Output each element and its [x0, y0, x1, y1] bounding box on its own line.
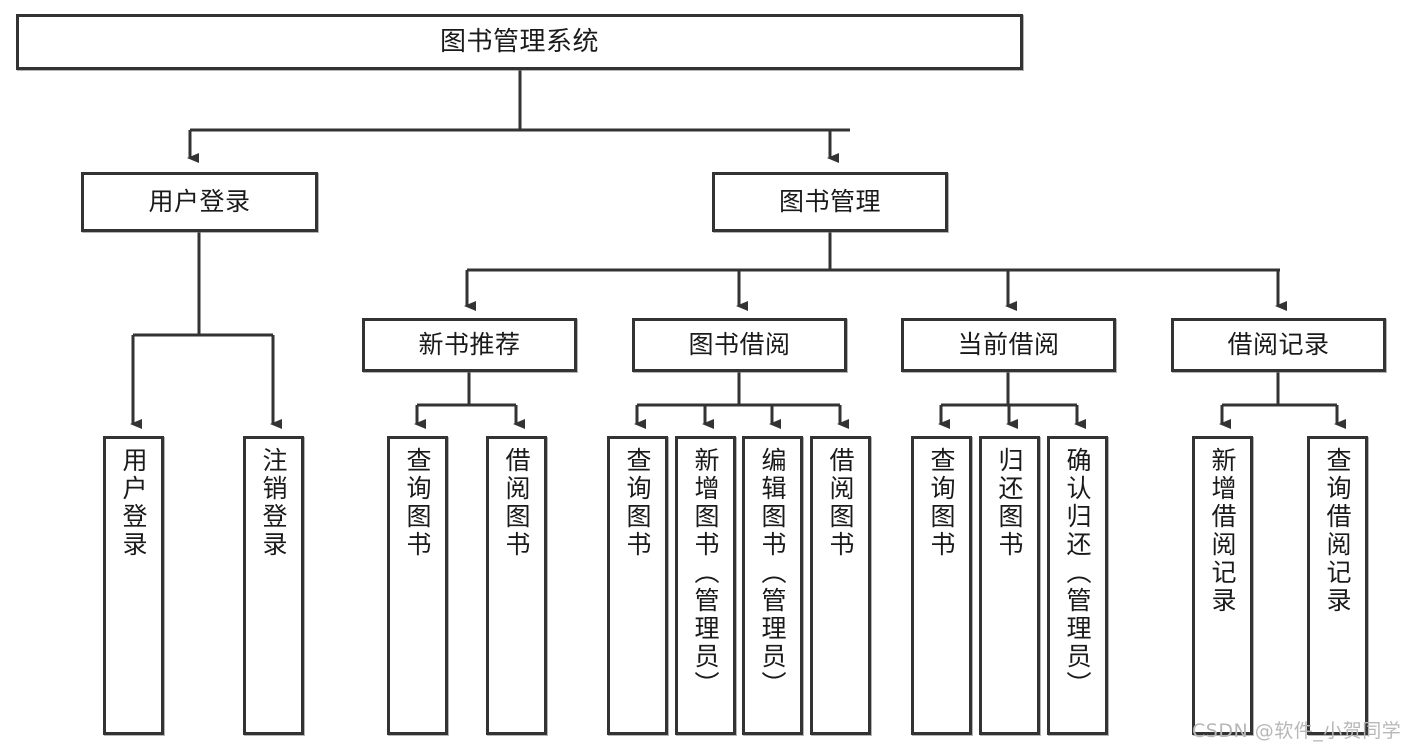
node-label: 查询图书	[927, 447, 956, 559]
node-label: 借阅图书	[826, 447, 855, 559]
node-label: 用户登录	[119, 447, 148, 559]
node-label: 新书推荐	[418, 330, 521, 360]
node-book-management[interactable]: 图书管理	[712, 172, 948, 232]
leaf-borrow-borrow-book[interactable]: 借阅图书	[810, 436, 871, 735]
node-label: 编辑图书（管理员）	[758, 447, 787, 699]
leaf-borrow-add-book-admin[interactable]: 新增图书（管理员）	[675, 436, 736, 735]
node-label: 借阅记录	[1227, 330, 1330, 360]
node-label: 确认归还（管理员）	[1063, 447, 1092, 699]
leaf-current-query-book[interactable]: 查询图书	[911, 436, 972, 735]
node-new-book-recommend[interactable]: 新书推荐	[362, 318, 577, 372]
node-label: 图书管理	[778, 187, 881, 217]
node-label: 查询图书	[403, 447, 432, 559]
node-label: 查询借阅记录	[1323, 447, 1352, 615]
leaf-record-add-borrow-record[interactable]: 新增借阅记录	[1192, 436, 1253, 735]
node-label: 注销登录	[259, 447, 288, 559]
node-label: 图书管理系统	[439, 26, 599, 57]
node-label: 用户登录	[148, 187, 251, 217]
node-borrow-record[interactable]: 借阅记录	[1171, 318, 1386, 372]
node-label: 新增借阅记录	[1208, 447, 1237, 615]
node-label: 当前借阅	[957, 330, 1060, 360]
node-book-borrow[interactable]: 图书借阅	[632, 318, 847, 372]
leaf-record-query-borrow-record[interactable]: 查询借阅记录	[1307, 436, 1368, 735]
leaf-recommend-query-book[interactable]: 查询图书	[387, 436, 448, 735]
node-label: 图书借阅	[688, 330, 791, 360]
node-root-book-management-system[interactable]: 图书管理系统	[16, 14, 1023, 70]
node-current-borrow[interactable]: 当前借阅	[901, 318, 1116, 372]
leaf-current-confirm-return-admin[interactable]: 确认归还（管理员）	[1047, 436, 1108, 735]
leaf-current-return-book[interactable]: 归还图书	[979, 436, 1040, 735]
leaf-recommend-borrow-book[interactable]: 借阅图书	[486, 436, 547, 735]
node-label: 借阅图书	[502, 447, 531, 559]
leaf-borrow-query-book[interactable]: 查询图书	[607, 436, 668, 735]
node-label: 归还图书	[995, 447, 1024, 559]
leaf-user-login[interactable]: 用户登录	[103, 436, 164, 735]
csdn-watermark: CSDN @软件_小贺同学	[1192, 720, 1402, 742]
leaf-borrow-edit-book-admin[interactable]: 编辑图书（管理员）	[742, 436, 803, 735]
leaf-user-logout[interactable]: 注销登录	[243, 436, 304, 735]
node-user-login[interactable]: 用户登录	[81, 172, 318, 232]
node-label: 新增图书（管理员）	[691, 447, 720, 699]
node-label: 查询图书	[623, 447, 652, 559]
